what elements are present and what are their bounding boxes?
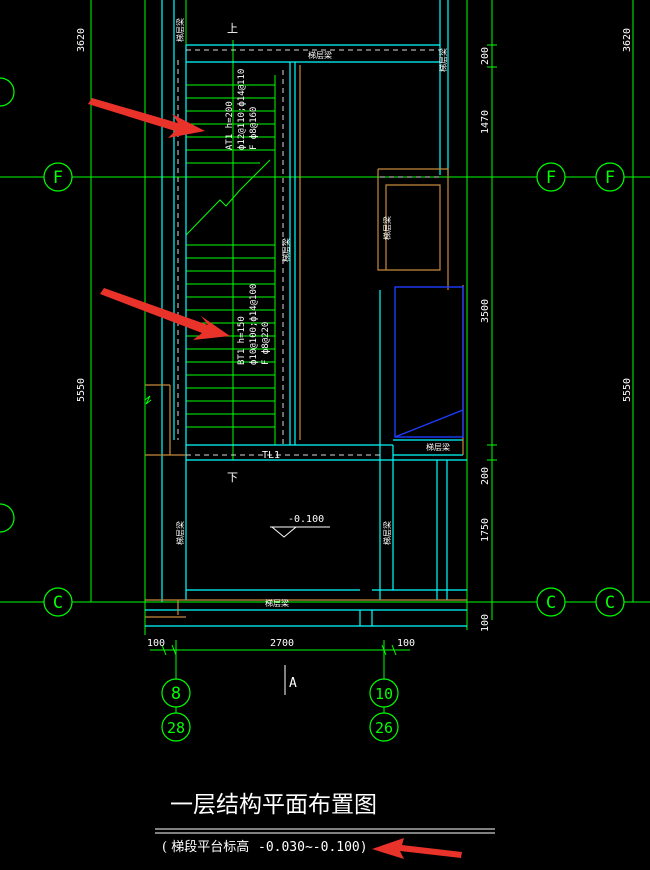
axis-bubble-C-right (595, 587, 625, 617)
beam-text-v2: 梯层梁 (438, 48, 448, 72)
axis-bubble-C-left (43, 587, 73, 617)
axis-bubble-edge-bottom (0, 503, 15, 533)
beam-text-v6: 梯层梁 (382, 521, 392, 545)
dim-inner-200-mid: 200 (480, 467, 491, 485)
axis-bubble-28 (161, 712, 191, 742)
axis-label-C-right: C (605, 593, 615, 613)
axis-bubbles (0, 77, 625, 742)
at1-rebar: ф12@110;ф14@110 (237, 69, 247, 150)
axis-bubble-edge-top (0, 77, 15, 107)
beam-text-mid: 梯层梁 (426, 442, 450, 452)
axis-label-C-mid: C (546, 593, 556, 613)
drawing-title: 一层结构平面布置图 (170, 792, 377, 818)
stair-labels: AT1 h=200 ф12@110;ф14@110 F ф8@160 BT1 h… (225, 69, 271, 365)
axis-bubble-F-mid (536, 162, 566, 192)
axis-bubble-10 (369, 678, 399, 708)
level-label: -0.100 (288, 514, 324, 525)
axis-bubble-8 (161, 678, 191, 708)
slab-edges (145, 65, 467, 618)
dim-left-top: 3620 (76, 28, 87, 52)
dim-inner-200-top: 200 (480, 47, 491, 65)
axis-bubble-26 (369, 712, 399, 742)
arrow-icon-top (88, 98, 205, 138)
axis-label-8: 8 (171, 684, 181, 704)
at1-thickness: AT1 h=200 (225, 101, 235, 150)
walls (145, 0, 467, 627)
beam-text-v1: 梯层梁 (175, 18, 185, 42)
arrow-icon-bottom (372, 838, 462, 859)
axis-label-28: 28 (167, 719, 185, 737)
axis-label-F-mid: F (546, 168, 556, 188)
bt1-thickness: BT1 h=150 (237, 316, 247, 365)
down-label: 下 (227, 471, 238, 484)
arrow-icon-middle (100, 288, 230, 340)
dim-inner-3500: 3500 (480, 299, 491, 323)
dim-bottom-100-right: 100 (397, 638, 415, 649)
bt1-dist-bar: F ф8@220 (261, 322, 271, 365)
dimension-texts: 3620 5550 3620 5550 200 1470 3500 200 17… (76, 28, 633, 649)
dim-bottom-100-left: 100 (147, 638, 165, 649)
elevation-note-value: -0.030~-0.100) (258, 840, 368, 855)
at1-dist-bar: F ф8@160 (249, 107, 259, 150)
beam-text-v3: 梯层梁 (281, 238, 291, 262)
axis-lines (0, 0, 650, 715)
annotations (155, 526, 495, 834)
axis-label-F-right: F (605, 168, 615, 188)
elevation-note-prefix: ( 梯段平台标高 (162, 839, 249, 855)
axis-label-C-left: C (53, 593, 63, 613)
axis-label-10: 10 (375, 685, 393, 703)
dim-left-bottom: 5550 (76, 378, 87, 402)
bt1-rebar: ф10@100;ф14@100 (249, 284, 259, 365)
beam-text-bottom: 梯层梁 (265, 598, 289, 608)
dim-right-top: 3620 (622, 28, 633, 52)
dim-inner-100: 100 (480, 614, 491, 632)
axis-bubble-C-mid (536, 587, 566, 617)
axis-labels: F F F C C C 8 28 10 26 (53, 168, 615, 737)
callout-arrows (88, 98, 462, 859)
misc-labels: 上 下 TL1 -0.100 A (227, 22, 324, 691)
dim-bottom-2700: 2700 (270, 638, 294, 649)
opening-outline (394, 286, 464, 438)
beam-text-v4: 梯层梁 (382, 216, 392, 240)
beam-text-v5: 梯层梁 (175, 521, 185, 545)
axis-bubble-F-left (43, 162, 73, 192)
dim-right-bottom: 5550 (622, 378, 633, 402)
beam-label-TL1: TL1 (262, 450, 280, 461)
axis-label-F-left: F (53, 168, 63, 188)
axis-bubble-F-right (595, 162, 625, 192)
up-label: 上 (227, 22, 238, 35)
dim-inner-1470: 1470 (480, 110, 491, 134)
beam-text-top: 梯层梁 (308, 50, 332, 60)
dim-inner-1750: 1750 (480, 518, 491, 542)
beam-texts: 梯层梁 梯层梁 梯层梁 梯层梁 梯层梁 梯层梁 梯层梁 梯层梁 梯层梁 (175, 18, 450, 608)
axis-label-26: 26 (375, 719, 393, 737)
section-mark: A (289, 676, 297, 691)
